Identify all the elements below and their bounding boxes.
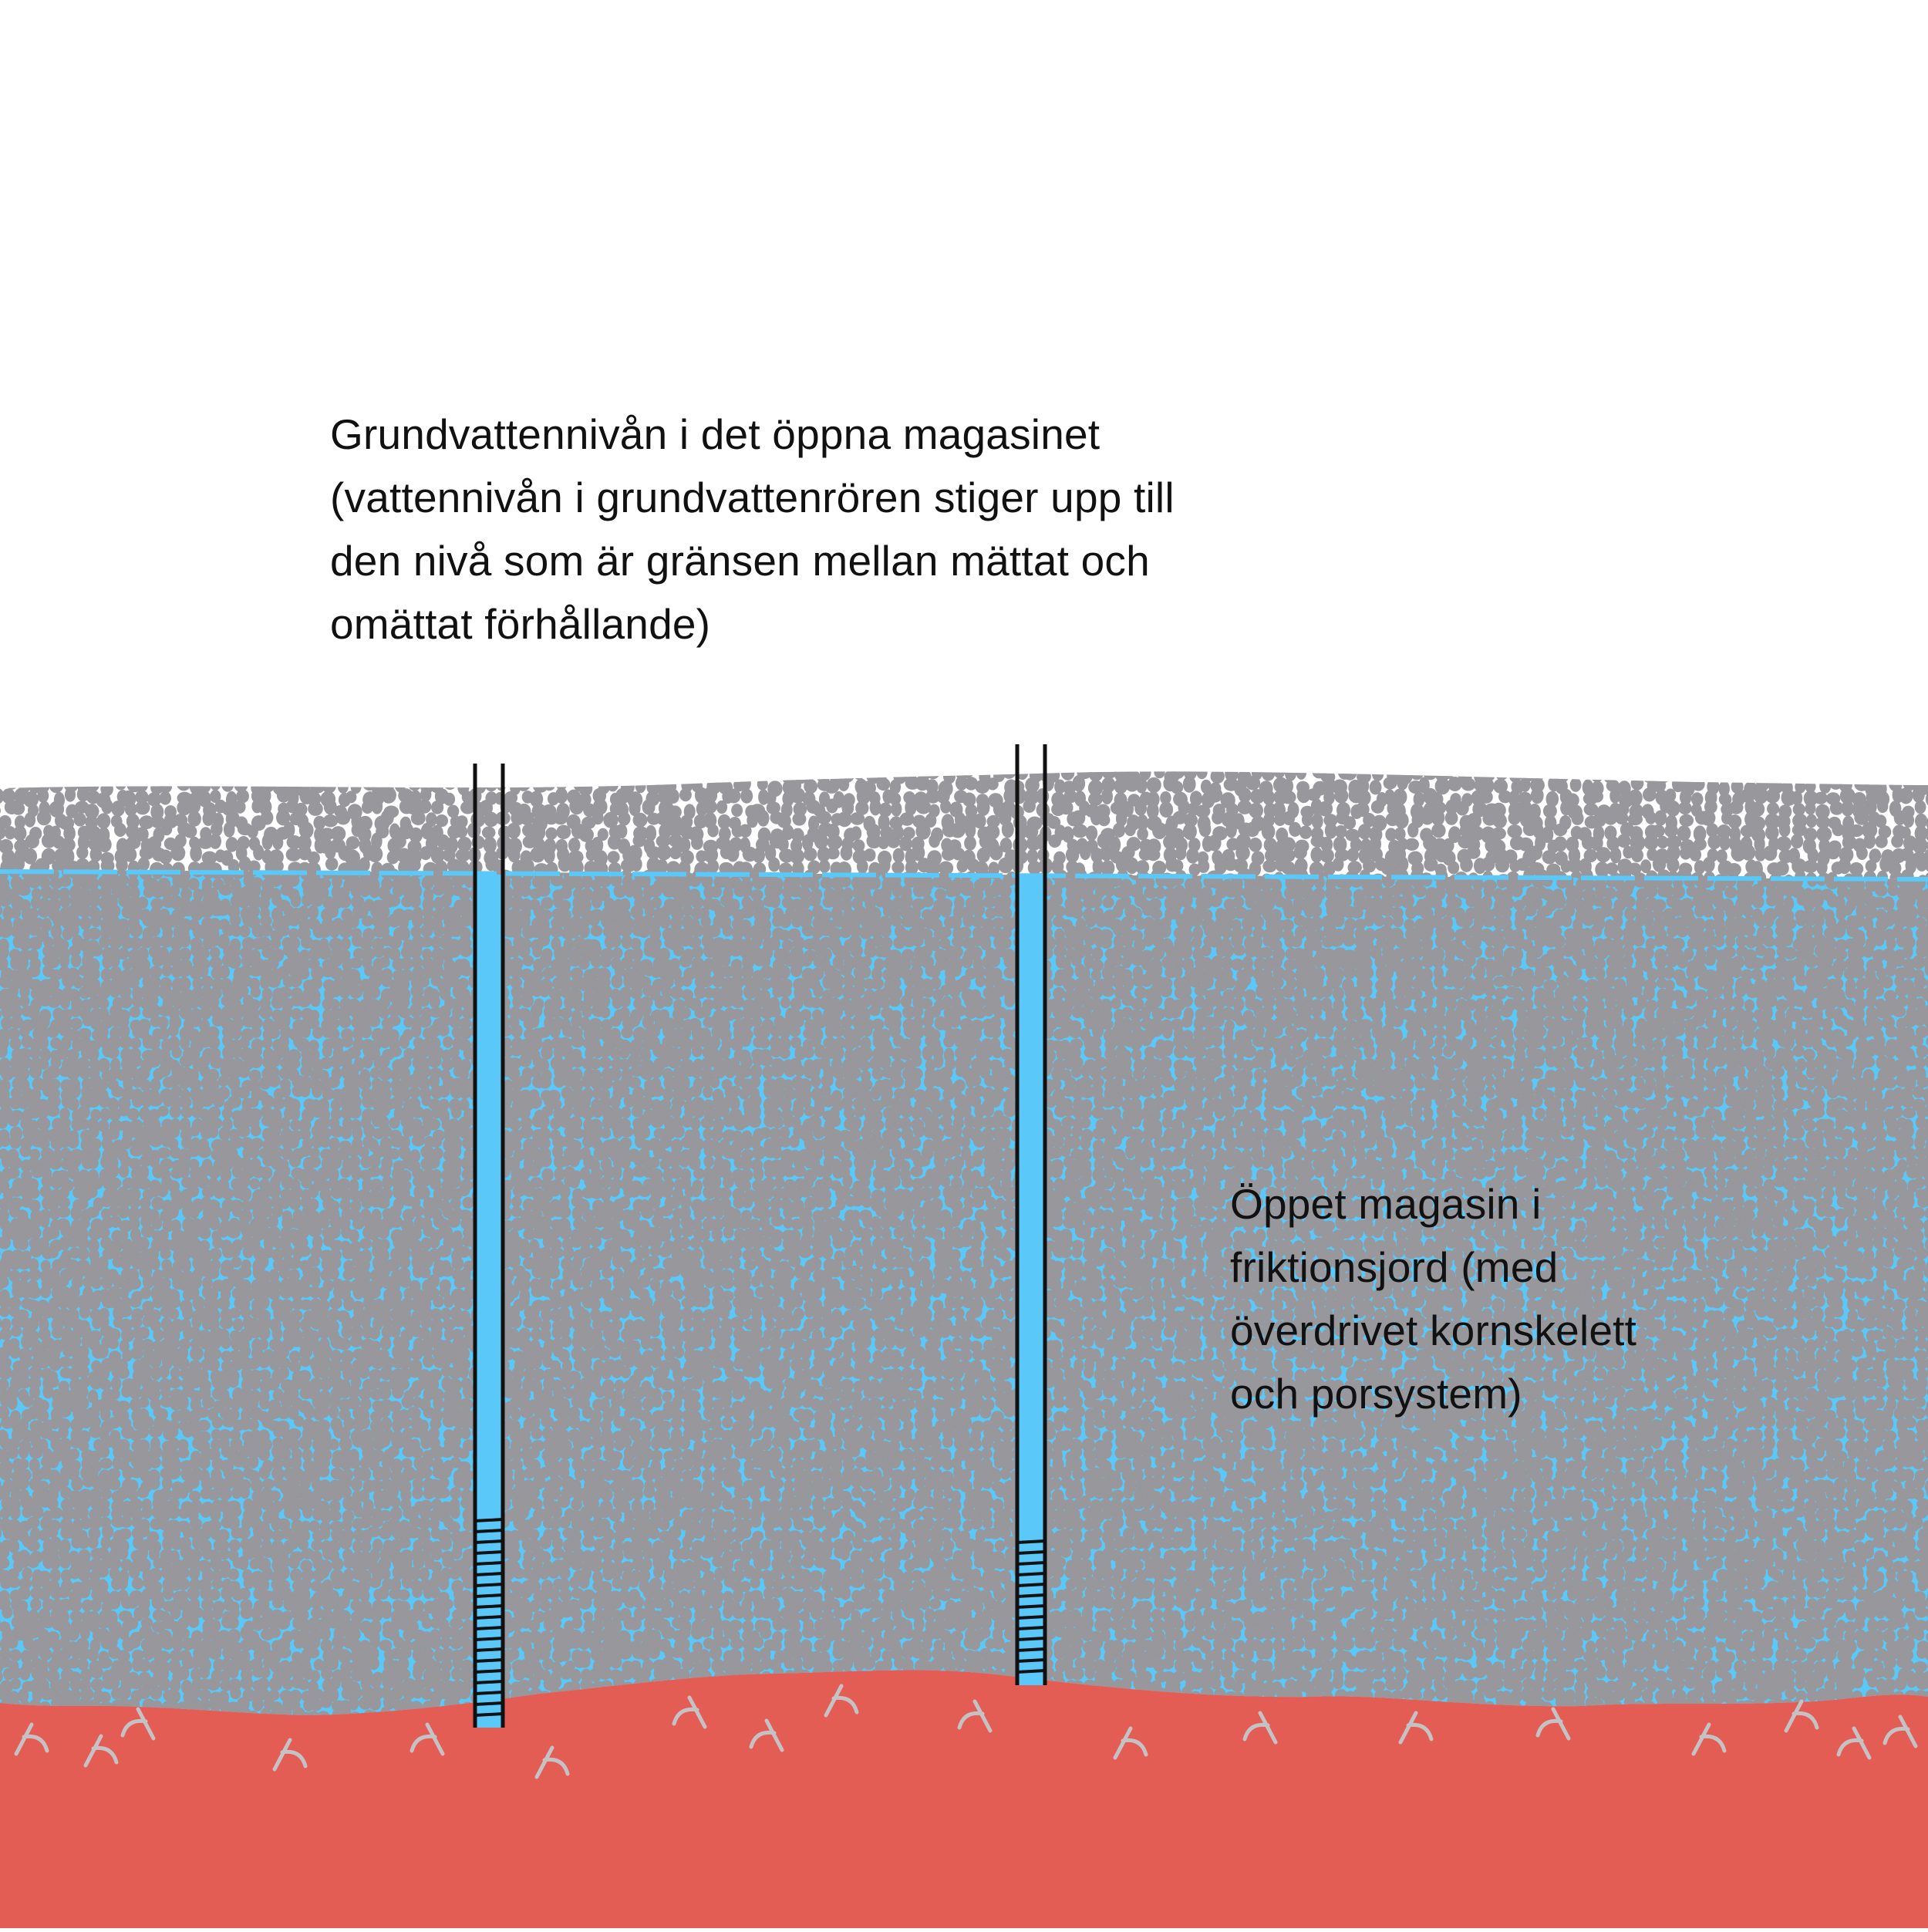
- pipe-screen-slot: [1017, 1595, 1045, 1597]
- pipe-screen-slot: [475, 1584, 503, 1586]
- water-table-label-line: den nivå som är gränsen mellan mättat oc…: [330, 529, 1175, 592]
- water-table-label-line: (vattennivån i grundvattenrören stiger u…: [330, 466, 1175, 529]
- pipe-screen-slot: [475, 1703, 503, 1704]
- pipe-screen-slot: [1017, 1573, 1045, 1575]
- pipe-screen-slot: [475, 1606, 503, 1607]
- aquifer-label-line: överdrivet kornskelett: [1230, 1299, 1636, 1362]
- pipe-screen-slot: [1017, 1649, 1045, 1650]
- pipe-water: [475, 875, 503, 1521]
- pipe-screen-slot: [1017, 1617, 1045, 1618]
- groundwater-pipe-2: [1017, 744, 1045, 1685]
- aquifer-label-line: Öppet magasin i: [1230, 1172, 1636, 1236]
- pipe-screen-slot: [1017, 1584, 1045, 1586]
- pipe-screen-slot: [475, 1660, 503, 1661]
- pipe-screen-slot: [1017, 1627, 1045, 1629]
- aquifer-label: Öppet magasin i friktionsjord (med överd…: [1230, 1172, 1636, 1425]
- pipe-screen-slot: [475, 1681, 503, 1683]
- pipe-screen-slot: [1017, 1671, 1045, 1672]
- pipe-screen-slot: [1017, 1552, 1045, 1553]
- pipe-screen-slot: [1017, 1660, 1045, 1661]
- pipe-screen-slot: [475, 1595, 503, 1597]
- pipe-screen-slot: [475, 1563, 503, 1564]
- saturated-aquifer: [0, 863, 1928, 1735]
- water-table-label-line: Grundvattennivån i det öppna magasinet: [330, 403, 1175, 466]
- water-table-label-line: omättat förhållande): [330, 592, 1175, 656]
- pipe-screen-slot: [475, 1692, 503, 1694]
- water-table-label: Grundvattennivån i det öppna magasinet (…: [330, 403, 1175, 656]
- pipe-screen-slot: [475, 1552, 503, 1553]
- pipe-screen-slot: [475, 1573, 503, 1575]
- pipe-screen-slot: [475, 1649, 503, 1650]
- pipe-screen-slot: [475, 1638, 503, 1640]
- pipe-screen-slot: [475, 1627, 503, 1629]
- pipe-screen-slot: [475, 1519, 503, 1521]
- pipe-water: [1017, 875, 1045, 1543]
- pipe-screen-slot: [475, 1617, 503, 1618]
- aquifer-label-line: friktionsjord (med: [1230, 1236, 1636, 1299]
- pipe-screen-slot: [1017, 1606, 1045, 1607]
- pipe-screen-slot: [475, 1541, 503, 1543]
- pipe-screen-slot: [1017, 1563, 1045, 1564]
- pipe-screen-slot: [1017, 1541, 1045, 1543]
- pipe-screen-slot: [475, 1714, 503, 1715]
- pipe-screen-slot: [475, 1671, 503, 1672]
- pipe-screen-slot: [475, 1530, 503, 1532]
- groundwater-pipe-1: [475, 764, 503, 1728]
- aquifer-label-line: och porsystem): [1230, 1362, 1636, 1425]
- pipe-screen-slot: [1017, 1638, 1045, 1640]
